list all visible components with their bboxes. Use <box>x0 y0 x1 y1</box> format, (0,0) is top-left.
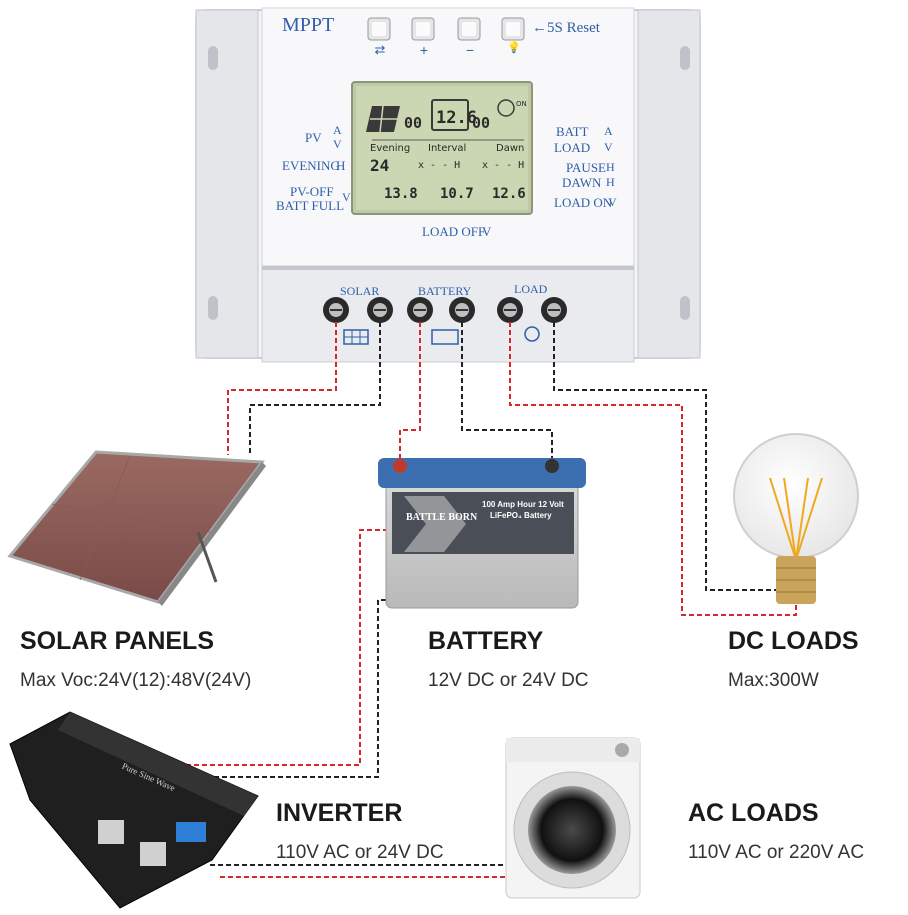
terminal-battery-icon <box>431 329 459 345</box>
light-button-icon: 💡 <box>507 42 521 54</box>
lcd-load-current: 00 <box>472 114 491 132</box>
pv-a-label: A <box>333 123 342 137</box>
lcd-batt-value: 12.6 <box>436 108 477 128</box>
load-off-label: LOAD OFF <box>422 224 486 239</box>
solar-negative-terminal <box>367 297 393 323</box>
lcd-display <box>351 81 533 215</box>
ac-load-dryer-image <box>505 737 641 899</box>
terminal-solar-icon <box>343 329 369 345</box>
inverter-title: INVERTER <box>276 799 403 827</box>
dc-loads-title: DC LOADS <box>728 627 859 655</box>
load-label: LOAD <box>554 140 591 155</box>
pv-v-label: V <box>333 137 342 151</box>
load-positive-wire <box>509 322 797 616</box>
battery-negative-wire <box>461 322 553 460</box>
inverter-negative-wire <box>120 470 553 778</box>
batt-full-label: BATT FULL <box>276 198 345 213</box>
pv-off-v-label: V <box>342 190 351 204</box>
load-negative-terminal <box>541 297 567 323</box>
battery-line1: 100 Amp Hour 12 Volt <box>482 500 564 509</box>
load-positive-terminal <box>497 297 523 323</box>
load-on-v-label: V <box>608 195 617 209</box>
lcd-on-label: ON <box>516 100 527 108</box>
dawn-label: DAWN <box>562 175 602 190</box>
battery-subtitle: 12V DC or 24V DC <box>428 670 589 691</box>
dc-loads-subtitle: Max:300W <box>728 670 819 691</box>
lcd-pv-off-value: 13.8 <box>384 186 418 202</box>
inverter-subtitle: 110V AC or 24V DC <box>276 842 444 863</box>
terminal-bulb-icon <box>524 326 540 342</box>
lcd-evening-label: Evening <box>370 143 411 154</box>
dc-load-bulb-image <box>733 433 859 604</box>
controller-buttons <box>367 17 525 41</box>
solar-panels-title: SOLAR PANELS <box>20 627 214 655</box>
battery-negative-terminal <box>449 297 475 323</box>
minus-button-icon: − <box>465 42 475 58</box>
load-negative-wire <box>553 322 780 591</box>
lcd-dawn-label: Dawn <box>496 143 525 154</box>
reset-label: ←5S Reset <box>532 20 600 36</box>
evening-label: EVENING <box>282 158 340 173</box>
load-terminal-label: LOAD <box>514 282 548 296</box>
solar-negative-wire <box>249 322 381 455</box>
battery-terminal-label: BATTERY <box>418 284 472 298</box>
battery-title: BATTERY <box>428 627 544 655</box>
ac-loads-title: AC LOADS <box>688 799 819 827</box>
lcd-interval-value: x - - H <box>418 160 461 171</box>
lcd-pv-current: 00 <box>404 114 423 132</box>
terminal-block <box>323 297 567 345</box>
solar-positive-wire <box>227 322 337 455</box>
lcd-load-on-value: 12.6 <box>492 186 526 202</box>
lcd-bulb-icon <box>497 99 515 117</box>
mode-button-icon: ⇄ <box>374 42 386 57</box>
ac-loads-subtitle: 110V AC or 220V AC <box>688 842 865 863</box>
pause-label: PAUSE <box>566 160 606 175</box>
plus-button-icon: + <box>419 42 429 58</box>
battery-brand: BATTLE BORN <box>406 512 478 523</box>
lcd-dawn-value: x - - H <box>482 160 525 171</box>
batt-label: BATT <box>556 124 589 139</box>
lcd-interval-label: Interval <box>428 143 467 154</box>
solar-panel-image <box>7 450 266 606</box>
pause-h-label: H <box>606 160 615 174</box>
brand-label: MPPT <box>282 14 335 36</box>
pv-label: PV <box>305 130 322 145</box>
inverter-image <box>9 711 259 909</box>
right-v-label: V <box>604 140 613 154</box>
battery-positive-terminal <box>407 297 433 323</box>
evening-h-label: H <box>336 158 346 173</box>
lcd-battery-icon <box>431 99 469 131</box>
load-off-v-label: V <box>482 224 492 239</box>
lcd-evening-hours: 24 <box>370 156 390 175</box>
battery-image <box>378 458 586 609</box>
lcd-solar-icon <box>366 105 400 133</box>
load-on-label: LOAD ON <box>554 195 613 210</box>
right-a-label: A <box>604 124 613 138</box>
solar-terminal-label: SOLAR <box>340 284 380 298</box>
lcd-load-off-value: 10.7 <box>440 186 474 202</box>
pv-off-label: PV-OFF <box>290 184 334 199</box>
battery-line2: LiFePO₄ Battery <box>490 511 552 520</box>
solar-positive-terminal <box>323 297 349 323</box>
solar-panels-subtitle: Max Voc:24V(12):48V(24V) <box>20 670 252 691</box>
dawn-h-label: H <box>606 175 615 189</box>
